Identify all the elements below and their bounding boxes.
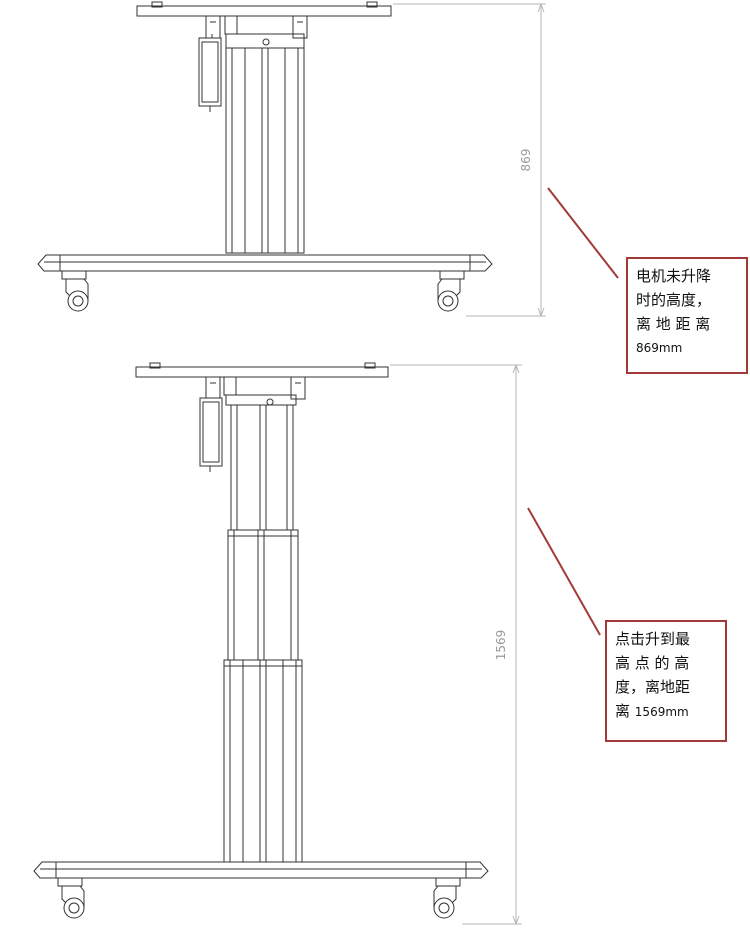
dimension-line-high xyxy=(390,364,522,925)
callout-raised-height: 点击升到最 高 点 的 高 度，离地距 离 1569mm xyxy=(605,620,727,742)
callout-high-prefix: 离 xyxy=(615,702,631,720)
callout-high-line-3: 度，离地距 xyxy=(615,678,691,696)
desk-lowered xyxy=(37,1,493,312)
dimension-label-high: 1569 xyxy=(494,630,508,661)
callout-high-value: 1569mm xyxy=(634,705,689,719)
desk-raised xyxy=(33,362,489,919)
leader-line-low xyxy=(547,187,619,279)
leader-line-high xyxy=(527,507,601,636)
dimension-line-low xyxy=(393,3,546,317)
callout-low-value: 869mm xyxy=(636,341,683,355)
callout-high-line-4: 离 1569mm xyxy=(615,699,717,724)
dimension-label-low: 869 xyxy=(519,149,533,172)
callout-low-line-1: 电机未升降 xyxy=(636,267,712,285)
callout-low-line-2: 时的高度， xyxy=(636,291,712,309)
callout-lowered-height: 电机未升降 时的高度， 离 地 距 离 869mm xyxy=(626,257,748,374)
callout-high-line-2: 高 点 的 高 xyxy=(615,654,690,672)
callout-high-line-1: 点击升到最 xyxy=(615,630,691,648)
callout-low-line-3: 离 地 距 离 xyxy=(636,315,711,333)
